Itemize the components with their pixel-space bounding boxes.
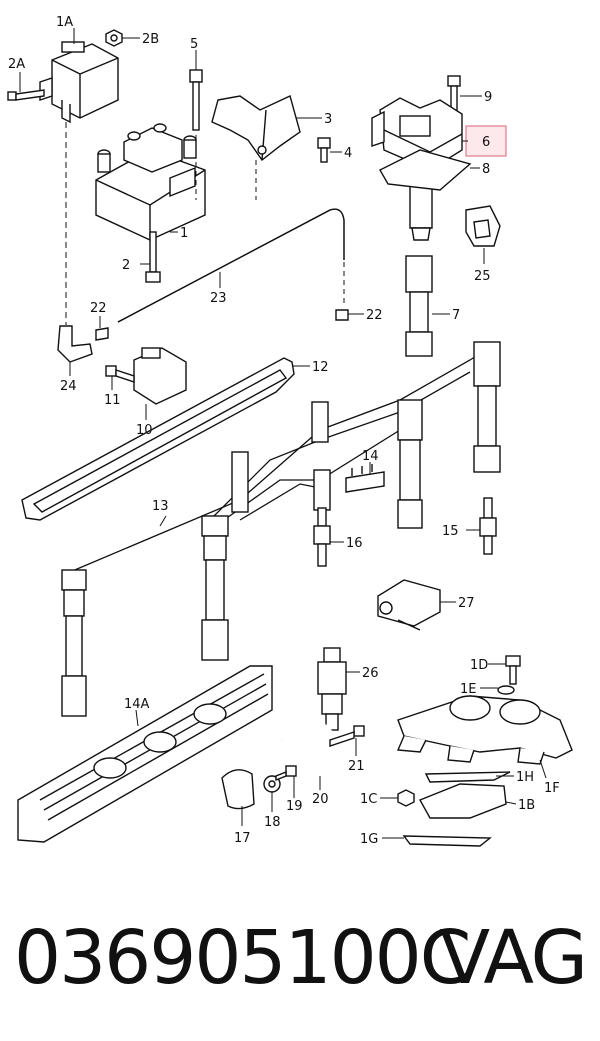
part-number: 036905100C — [14, 915, 471, 1001]
callout-3: 3 — [324, 112, 332, 127]
callout-20: 20 — [312, 792, 329, 807]
clip-22-right — [335, 309, 349, 321]
callout-12: 12 — [312, 360, 329, 375]
callout-6: 6 — [482, 135, 490, 150]
callout-1: 1 — [180, 226, 188, 241]
bolt-1d — [505, 655, 521, 685]
callout-4: 4 — [344, 146, 352, 161]
bolt-2 — [145, 231, 161, 283]
callout-2: 2 — [122, 258, 130, 273]
callout-25: 25 — [474, 269, 491, 284]
bolt-11 — [105, 365, 135, 383]
intake-manifold-1f — [396, 695, 573, 765]
gasket-1h — [424, 771, 511, 783]
callout-17: 17 — [234, 831, 251, 846]
callout-14: 14 — [362, 449, 379, 464]
sensor-26 — [317, 647, 347, 731]
callout-24: 24 — [60, 379, 77, 394]
callout-1d: 1D — [470, 658, 488, 673]
callout-1h: 1H — [516, 770, 534, 785]
parts-diagram: 1A 2B 2A 5 3 4 1 2 9 6 8 25 7 23 22 22 2… — [7, 15, 573, 847]
bolt-4 — [317, 137, 331, 163]
spark-plug-connector-7 — [405, 255, 433, 357]
spark-plug-16 — [313, 507, 331, 567]
bolt-2a — [7, 89, 45, 101]
callout-1b: 1B — [518, 798, 535, 813]
ignition-coil-1 — [95, 123, 206, 241]
callout-2b: 2B — [142, 32, 159, 47]
washer-1e — [497, 685, 515, 695]
callout-1e: 1E — [460, 682, 477, 697]
callout-14a: 14A — [124, 697, 150, 712]
gasket-8 — [379, 149, 472, 191]
clip-22-left — [95, 327, 109, 341]
callout-2a: 2A — [8, 57, 25, 72]
callout-21: 21 — [348, 759, 365, 774]
bracket-3 — [211, 95, 301, 162]
callout-23: 23 — [210, 291, 227, 306]
gasket-1g — [402, 835, 492, 847]
callout-11: 11 — [104, 393, 121, 408]
callout-26: 26 — [362, 666, 379, 681]
callout-1g: 1G — [360, 832, 378, 847]
callout-1a: 1A — [56, 15, 73, 30]
bolt-5 — [189, 69, 203, 131]
bracket-1b — [419, 783, 507, 819]
callout-7: 7 — [452, 308, 460, 323]
callout-1c: 1C — [360, 792, 377, 807]
heat-shield-14a — [17, 665, 273, 843]
nut-2b — [105, 29, 123, 47]
brand-label: VAG — [439, 915, 588, 1001]
callout-13: 13 — [152, 499, 169, 514]
callout-5: 5 — [190, 37, 198, 52]
ring-17 — [221, 769, 255, 810]
leader-lines — [19, 28, 547, 839]
highlight-box-6 — [465, 125, 507, 157]
elbow-connector-24 — [57, 325, 93, 363]
callout-9: 9 — [484, 90, 492, 105]
bolt-19 — [275, 765, 297, 782]
bolt-21 — [329, 725, 365, 747]
wire-separator-14 — [345, 464, 385, 493]
nut-1c — [397, 789, 415, 807]
callout-18: 18 — [264, 815, 281, 830]
callout-22-left: 22 — [90, 301, 107, 316]
callout-16: 16 — [346, 536, 363, 551]
callout-22-right: 22 — [366, 308, 383, 323]
clamp-20 — [280, 719, 337, 780]
callout-10: 10 — [136, 423, 153, 438]
callout-labels: 1A 2B 2A 5 3 4 1 2 9 6 8 25 7 23 22 22 2… — [8, 15, 560, 847]
sensor-27 — [377, 579, 441, 631]
footer: 036905100C VAG — [0, 905, 600, 1015]
ignition-leads-13 — [61, 341, 501, 717]
clip-25 — [465, 205, 501, 247]
callout-8: 8 — [482, 162, 490, 177]
ignition-coil-1a — [39, 41, 119, 124]
bracket-rail-12 — [21, 357, 295, 521]
control-module-10 — [133, 347, 187, 405]
ignition-coil-6 — [371, 97, 463, 241]
callout-19: 19 — [286, 799, 303, 814]
callout-27: 27 — [458, 596, 475, 611]
callout-1f: 1F — [544, 781, 560, 796]
callout-15: 15 — [442, 524, 459, 539]
spark-plug-15 — [479, 497, 497, 555]
